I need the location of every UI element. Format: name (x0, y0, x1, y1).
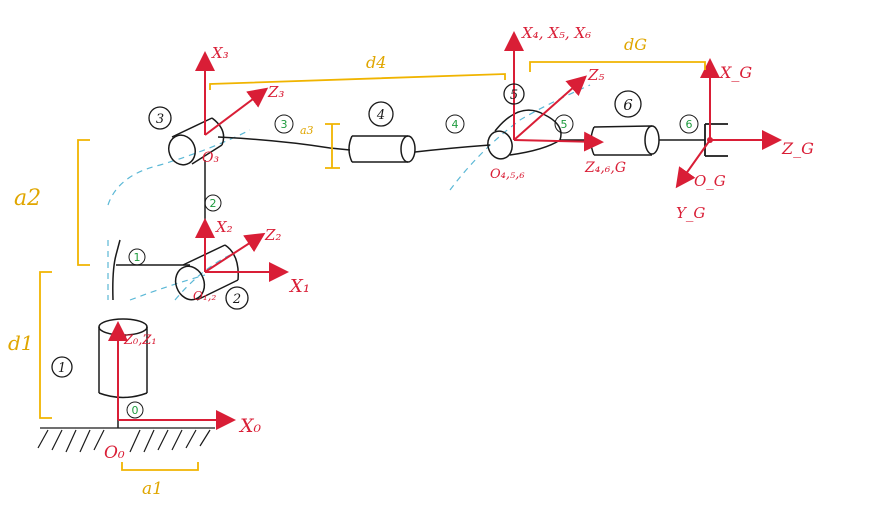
axis-labels: X₀ O₀ Z₀,Z₁ X₁ X₂ Z₂ O₁,₂ X₃ Z₃ O₃ X₄, X… (104, 24, 814, 463)
joint-labels: 1 2 3 4 5 6 (51, 83, 642, 378)
svg-text:3: 3 (156, 112, 164, 127)
z2-label: Z₂ (264, 226, 281, 244)
ground (37, 427, 215, 453)
svg-text:4: 4 (376, 108, 385, 123)
zg-label: Z_G (781, 139, 814, 158)
dashed-guides (107, 84, 591, 301)
a1-label: a1 (142, 479, 163, 499)
link-labels: 0 1 2 3 4 5 6 (126, 114, 699, 419)
svg-text:6: 6 (623, 96, 633, 114)
dimensions (39, 61, 706, 471)
og-point (707, 137, 713, 143)
o0-label: O₀ (104, 443, 125, 463)
svg-text:3: 3 (281, 118, 288, 131)
svg-text:2: 2 (210, 197, 217, 210)
joint-label-6: 6 (614, 90, 642, 118)
link-label-2: 2 (204, 194, 222, 212)
svg-text:1: 1 (134, 251, 141, 264)
z5-axis-arrow (513, 75, 587, 141)
o12-label: O₁,₂ (193, 289, 216, 303)
link-label-1: 1 (128, 248, 146, 266)
link-label-3: 3 (274, 114, 294, 134)
x2-label: X₂ (215, 218, 233, 236)
x456-label: X₄, X₅, X₆ (521, 24, 591, 42)
joint-label-1: 1 (51, 356, 73, 378)
x1-label: X₁ (288, 276, 310, 297)
link-label-5: 5 (554, 114, 574, 134)
svg-text:5: 5 (561, 118, 568, 131)
z46-axis-arrow (513, 131, 604, 152)
og-label: O_G (694, 172, 726, 190)
x3-label: X₃ (211, 44, 229, 62)
svg-text:4: 4 (452, 118, 459, 131)
axes (108, 31, 782, 430)
dimension-labels: d1 a2 a1 a3 d4 dG (8, 35, 647, 499)
joint-label-5: 5 (503, 83, 525, 105)
z3-label: Z₃ (267, 83, 284, 101)
z2-axis-arrow (204, 232, 266, 273)
link-6-cylinder (590, 125, 705, 156)
svg-text:0: 0 (132, 404, 139, 417)
link-label-6: 6 (679, 114, 699, 134)
joint-label-4: 4 (368, 101, 394, 127)
z46-label: Z₄,₆,G (584, 160, 626, 176)
xg-label: X_G (718, 63, 752, 82)
svg-text:5: 5 (510, 88, 518, 103)
o3-label: O₃ (202, 150, 219, 166)
a2-label: a2 (14, 186, 41, 211)
yg-axis-arrow (675, 139, 711, 189)
yg-label: Y_G (676, 204, 705, 222)
gripper (704, 123, 728, 157)
d4-label: d4 (366, 53, 386, 72)
a3-label: a3 (300, 124, 314, 137)
dg-label: dG (624, 35, 647, 54)
joint-label-2: 2 (225, 286, 249, 310)
d1-label: d1 (8, 331, 34, 355)
z0-label: Z₀,Z₁ (123, 333, 157, 348)
z5-label: Z₅ (587, 66, 604, 84)
x0-label: X₀ (238, 415, 262, 437)
joint-label-3: 3 (148, 106, 172, 130)
svg-text:6: 6 (686, 118, 693, 131)
o456-label: O₄,₅,₆ (490, 167, 525, 182)
forearm-link (217, 136, 491, 153)
link-label-4: 4 (445, 114, 465, 134)
link-label-0: 0 (126, 401, 144, 419)
z3-axis-arrow (204, 87, 269, 136)
svg-text:1: 1 (58, 361, 66, 376)
link-4-cylinder (348, 135, 416, 163)
svg-text:2: 2 (232, 292, 241, 307)
